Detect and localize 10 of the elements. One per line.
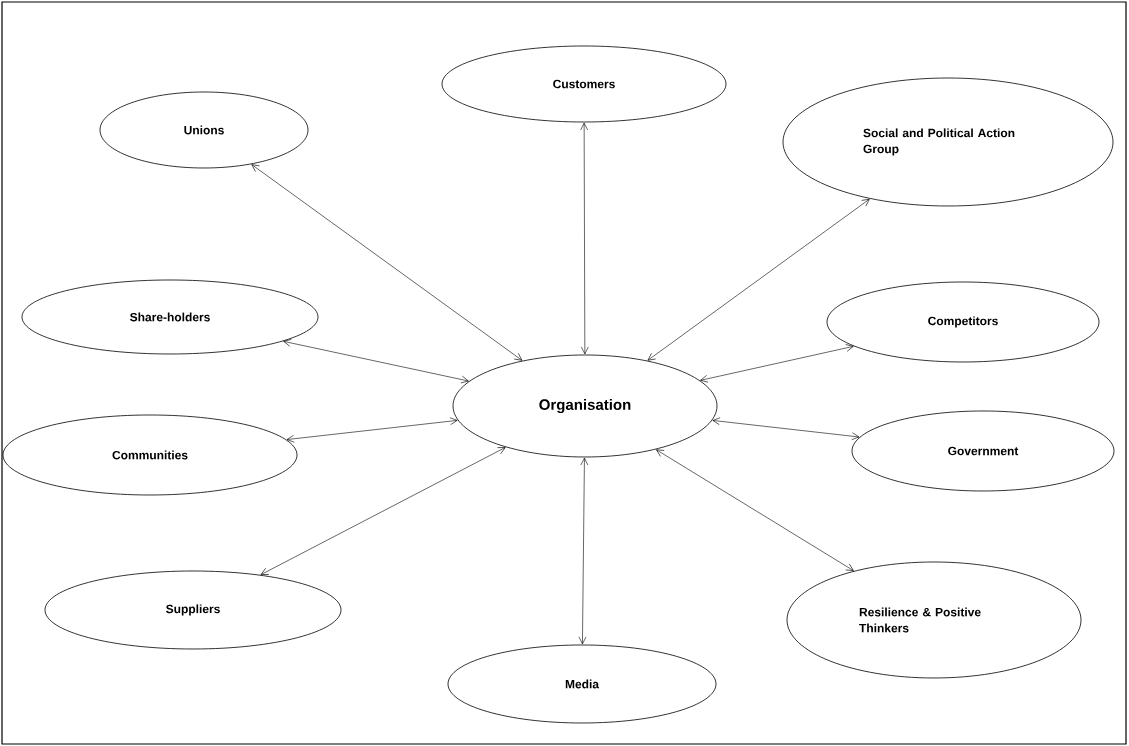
arrow [251,164,523,361]
arrow [578,457,589,645]
arrow [712,417,860,440]
arrow [700,344,854,383]
arrow [647,198,870,361]
arrow [286,417,458,443]
arrow [580,122,589,355]
arrow [656,449,854,571]
arrow [283,339,469,384]
arrow [260,447,506,575]
